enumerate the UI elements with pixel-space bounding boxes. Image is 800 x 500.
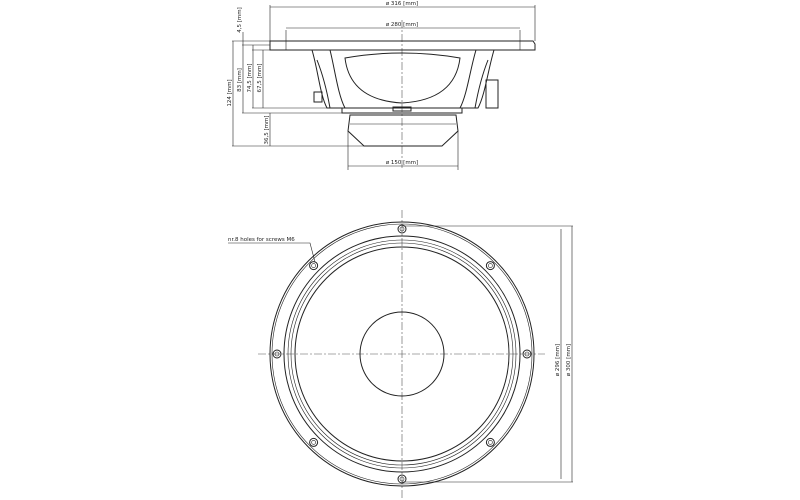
- dim-magnet-diameter: ø 150 [mm]: [386, 160, 418, 166]
- dim-magnet-depth: 36,5 [mm]: [264, 115, 270, 144]
- dim-frame-depth: 83 [mm]: [237, 68, 243, 92]
- front-view: nr.8 holes for screws M6 ø 296 [mm] ø 30…: [228, 210, 573, 500]
- screw-hole: [309, 261, 319, 271]
- dim-cone-diameter: ø 280 [mm]: [386, 22, 418, 28]
- screw-hole-inner: [399, 476, 405, 482]
- screw-hole: [272, 349, 282, 359]
- screw-hole-inner: [274, 351, 280, 357]
- screw-hole: [485, 437, 495, 447]
- screw-hole-inner: [311, 440, 316, 445]
- screw-hole-inner: [488, 263, 493, 268]
- dim-total-depth: 124 [mm]: [227, 79, 233, 106]
- frame-window: [344, 52, 461, 104]
- screw-hole-inner: [399, 226, 405, 232]
- outer-rim: [269, 221, 535, 487]
- surround-ring: [283, 235, 521, 473]
- frame: [311, 49, 495, 109]
- dim-outer-diameter: ø 316 [mm]: [386, 1, 418, 7]
- dim-depth-3: 67,5 [mm]: [257, 63, 263, 92]
- cone-edge: [294, 246, 510, 462]
- screw-hole-inner: [311, 263, 316, 268]
- screw-holes: [272, 224, 532, 484]
- screw-hole: [397, 474, 407, 484]
- terminal-left: [313, 91, 323, 103]
- flange: [269, 40, 536, 51]
- screw-hole: [397, 224, 407, 234]
- screw-hole: [485, 261, 495, 271]
- dim-depth-2: 74,5 [mm]: [247, 63, 253, 92]
- dim-bolt-circle: ø 296 [mm]: [555, 344, 561, 376]
- dust-cap: [359, 311, 445, 397]
- terminal-right: [485, 79, 499, 109]
- magnet: [347, 114, 459, 147]
- dim-flange-thickness: 4,5 [mm]: [237, 7, 243, 33]
- screw-hole: [309, 437, 319, 447]
- side-view: ø 316 [mm] ø 280 [mm] ø 150 [mm] 124 [mm…: [227, 1, 536, 170]
- screw-hole-inner: [488, 440, 493, 445]
- screw-hole: [522, 349, 532, 359]
- holes-note: nr.8 holes for screws M6: [228, 237, 295, 243]
- screw-hole-inner: [524, 351, 530, 357]
- dim-outer-diameter-front: ø 300 [mm]: [566, 344, 572, 376]
